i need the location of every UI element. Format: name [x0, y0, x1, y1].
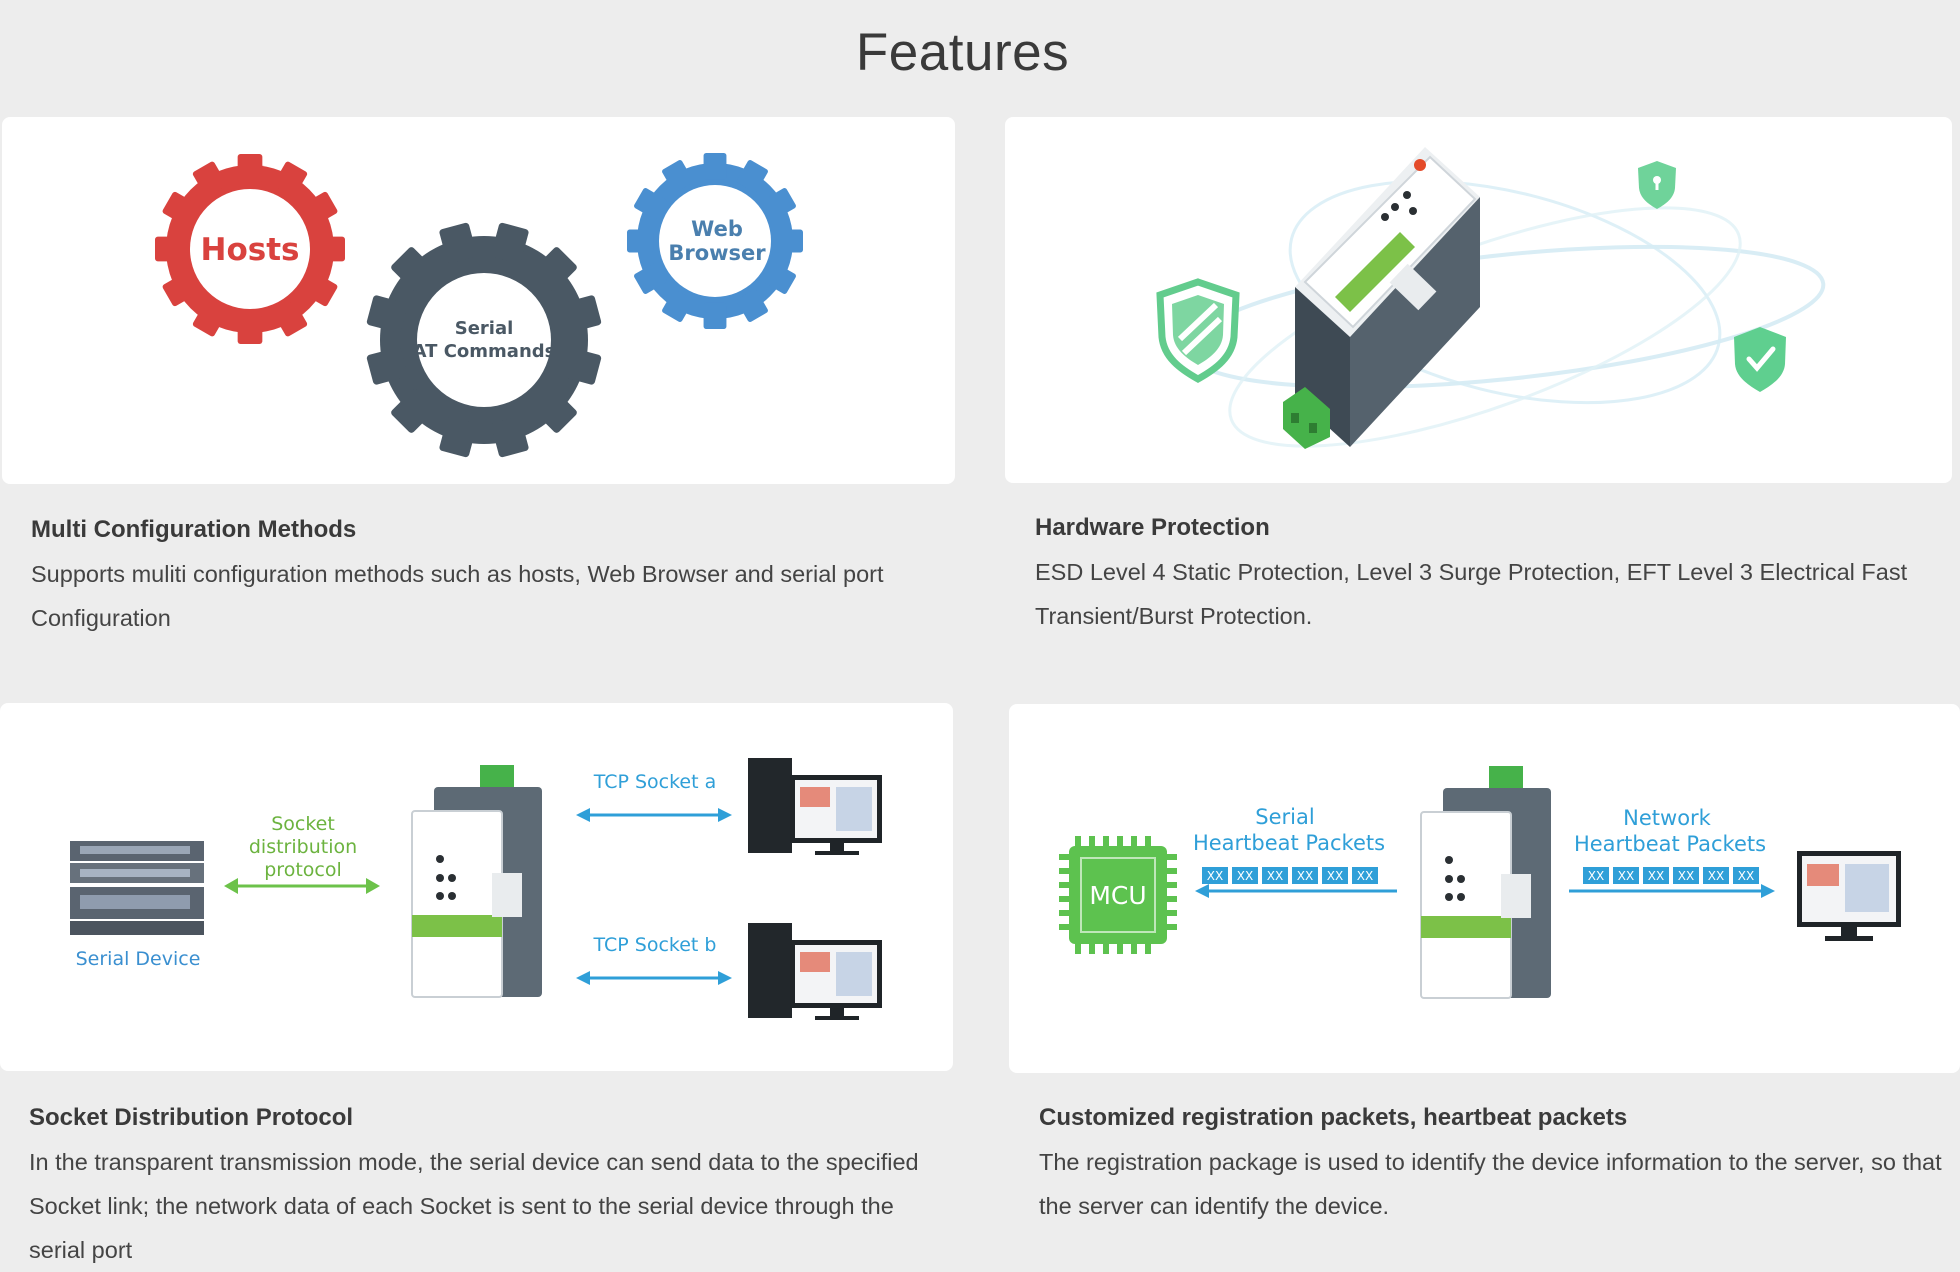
socket-a-label: TCP Socket a — [593, 771, 717, 793]
monitor-icon — [1797, 851, 1901, 941]
browser-label: Browser — [668, 241, 766, 265]
socket-b-label: TCP Socket b — [593, 934, 717, 956]
feature-description-socket-distribution: In the transparent transmission mode, th… — [29, 1149, 919, 1263]
hosts-label: Hosts — [201, 232, 300, 268]
feature-description-multi-config: Supports muliti configuration methods su… — [31, 561, 884, 631]
feature-image-heartbeat-packets: MCU Serial Heartbeat Packets XX XX XX XX… — [1009, 704, 1960, 1073]
serial-heartbeat-label-line1: Serial — [1255, 805, 1314, 829]
device-image — [1283, 147, 1480, 449]
hardware-protection-illustration — [1156, 147, 1826, 449]
device-image — [1420, 766, 1551, 999]
shield-check-icon — [1734, 327, 1786, 392]
feature-title-multi-config: Multi Configuration Methods — [31, 516, 357, 543]
feature-image-multi-config: Hosts Serial AT Commands — [2, 117, 955, 484]
packet-label: XX — [1648, 869, 1664, 883]
packet-label: XX — [1297, 869, 1313, 883]
packet-label: XX — [1267, 869, 1283, 883]
packet-label: XX — [1708, 869, 1724, 883]
protocol-label-line3: protocol — [264, 859, 342, 881]
network-heartbeat-label-line2: Heartbeat Packets — [1574, 832, 1766, 856]
packet-label: XX — [1618, 869, 1634, 883]
device-image — [411, 765, 542, 998]
feature-title-heartbeat-packets: Customized registration packets, heartbe… — [1039, 1104, 1628, 1131]
mcu-label: MCU — [1089, 881, 1146, 910]
network-packets-row — [1583, 867, 1759, 884]
packet-label: XX — [1678, 869, 1694, 883]
network-heartbeat-label-line1: Network — [1623, 806, 1712, 830]
packet-label: XX — [1588, 869, 1604, 883]
arrow-left-icon — [1195, 884, 1397, 898]
packet-label: XX — [1357, 869, 1373, 883]
gears-illustration: Hosts Serial AT Commands — [155, 153, 803, 458]
page-title: Features — [855, 23, 1070, 82]
computer-b-icon — [748, 923, 882, 1020]
socket-distribution-diagram: Serial Device Socket distribution protoc… — [70, 758, 882, 1020]
web-label: Web — [691, 217, 743, 241]
web-browser-gear-icon: Web Browser — [627, 153, 803, 329]
feature-description-hardware-protection: ESD Level 4 Static Protection, Level 3 S… — [1035, 559, 1908, 629]
heartbeat-packets-diagram: MCU Serial Heartbeat Packets XX XX XX XX… — [1059, 766, 1901, 999]
serial-heartbeat-label-line2: Heartbeat Packets — [1193, 831, 1385, 855]
serial-device-server-icon — [70, 841, 204, 935]
computer-a-icon — [748, 758, 882, 855]
shield-lock-icon — [1638, 161, 1676, 209]
packet-label: XX — [1327, 869, 1343, 883]
antenna-icon — [1414, 159, 1426, 171]
protocol-label-line1: Socket — [271, 813, 335, 835]
feature-title-hardware-protection: Hardware Protection — [1035, 514, 1270, 541]
feature-title-socket-distribution: Socket Distribution Protocol — [29, 1104, 354, 1131]
socket-a-arrow-icon — [576, 808, 732, 822]
packet-label: XX — [1207, 869, 1223, 883]
feature-description-heartbeat-packets: The registration package is used to iden… — [1039, 1149, 1942, 1219]
feature-image-socket-distribution: Serial Device Socket distribution protoc… — [0, 703, 953, 1071]
serial-label: Serial — [455, 318, 514, 339]
double-arrow-icon — [224, 878, 380, 894]
packet-label: XX — [1237, 869, 1253, 883]
serial-gear-icon: Serial AT Commands — [366, 222, 602, 458]
at-commands-label: AT Commands — [413, 341, 556, 362]
serial-packets-row — [1202, 867, 1378, 884]
mcu-chip-icon — [1059, 836, 1177, 954]
socket-b-arrow-icon — [576, 971, 732, 985]
serial-device-label: Serial Device — [76, 948, 201, 970]
packet-label: XX — [1738, 869, 1754, 883]
feature-image-hardware-protection — [1005, 117, 1952, 483]
protocol-label-line2: distribution — [249, 836, 357, 858]
arrow-right-icon — [1569, 884, 1775, 898]
shield-icon — [1156, 278, 1240, 384]
hosts-gear-icon: Hosts — [155, 154, 345, 344]
